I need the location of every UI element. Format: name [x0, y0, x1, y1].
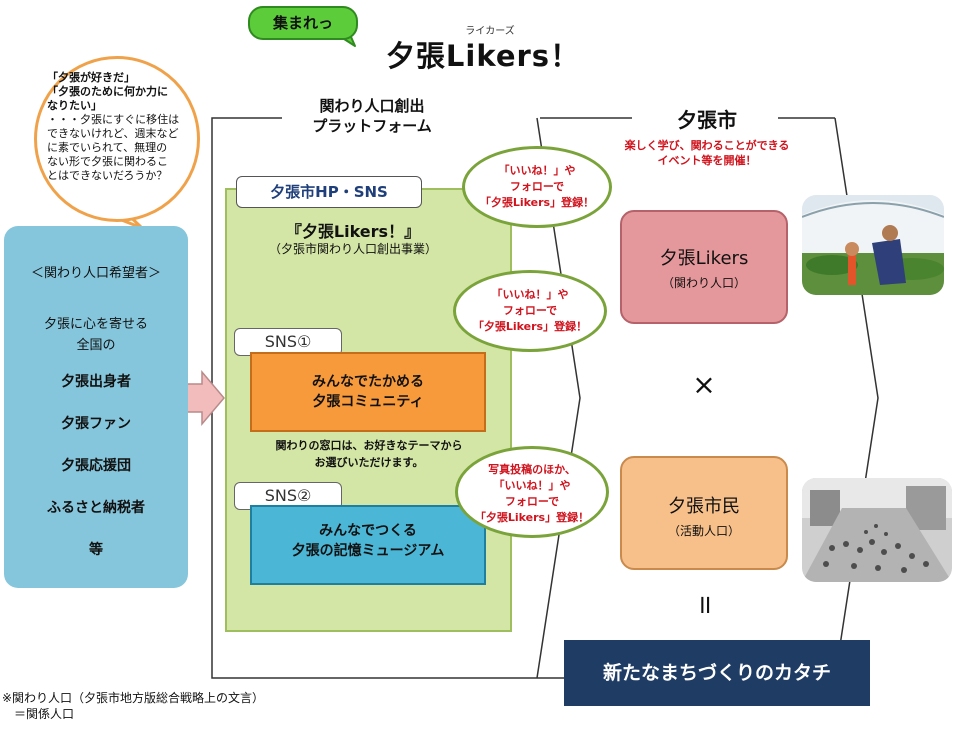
platform-title-line: 関わり人口創出 [319, 97, 425, 115]
street-photo-image [802, 478, 952, 582]
likers-box-sub: （関わり人口） [661, 276, 746, 290]
callout-line: 「夕張Likers」登録！ [479, 196, 595, 209]
platform-title: 関わり人口創出 プラットフォーム [282, 96, 462, 136]
window-text-line: 関わりの窓口は、お好きなテーマから [275, 439, 463, 452]
window-text-line: お選びいただけます。 [314, 456, 424, 469]
callout-line: 「いいね！」や [493, 479, 571, 492]
prospect-item: ふるさと納税者 [47, 500, 145, 516]
platform-title-line: プラットフォーム [312, 117, 432, 135]
sns2-line: 夕張の記憶ミュージアム [291, 543, 445, 559]
likers-box-label: 夕張Likers [659, 248, 749, 269]
times-icon: × [692, 368, 716, 401]
sns2-line: みんなでつくる [319, 523, 417, 539]
header-badge-label: 集まれっ [272, 14, 333, 32]
prospect-intro: 全国の [76, 338, 116, 353]
farm-photo-image [802, 195, 944, 295]
register-callout-2: 「いいね！」や フォローで 「夕張Likers」登録！ [453, 270, 607, 352]
likers-box: 夕張Likers （関わり人口） [620, 210, 788, 324]
sns2-card: みんなでつくる 夕張の記憶ミュージアム [250, 505, 486, 585]
prospect-panel: ＜関わり人口希望者＞ 夕張に心を寄せる 全国の 夕張出身者 夕張ファン 夕張応援… [4, 226, 188, 588]
register-callout-1: 「いいね！」や フォローで 「夕張Likers」登録！ [462, 146, 612, 228]
hope-line: できないけれど、週末など [47, 127, 179, 140]
callout-line: 写真投稿のほか、 [488, 463, 576, 476]
callout-line: 「夕張Likers」登録！ [472, 320, 588, 333]
register-callout-3: 写真投稿のほか、 「いいね！」や フォローで 「夕張Likers」登録！ [455, 446, 609, 538]
city-subtitle-line: 楽しく学び、関わることができる [624, 139, 790, 152]
callout-line: 「夕張Likers」登録！ [474, 511, 590, 524]
sns1-card: みんなでたかめる 夕張コミュニティ [250, 352, 486, 432]
callout-line: フォローで [502, 304, 558, 317]
callout-line: 「いいね！」や [498, 164, 576, 177]
likers-project-sub: （夕張市関わり人口創出事業） [268, 242, 437, 256]
header-badge: 集まれっ [248, 6, 358, 40]
citizens-box-label: 夕張市民 [668, 496, 740, 517]
sns1-line: みんなでたかめる [312, 374, 424, 390]
prospect-intro: 夕張に心を寄せる [43, 317, 148, 332]
prospect-item: 夕張応援団 [61, 458, 131, 474]
street-photo [802, 478, 952, 582]
hope-line: 「夕張が好きだ」 [47, 71, 135, 84]
window-text: 関わりの窓口は、お好きなテーマから お選びいただけます。 [230, 437, 508, 471]
farm-photo [802, 195, 944, 295]
sns1-line: 夕張コミュニティ [312, 394, 424, 410]
hope-speech-text: 「夕張が好きだ」 「夕張のために何か力に なりたい」 ・・・夕張にすぐに移住は … [47, 71, 187, 183]
prospect-item: 夕張出身者 [61, 374, 131, 390]
city-title: 夕張市 [640, 104, 774, 133]
callout-line: 「いいね！」や [491, 288, 569, 301]
prospect-item: 等 [89, 542, 103, 558]
footnote-line: ※関わり人口（夕張市地方版総合戦略上の文言） [2, 691, 265, 705]
citizens-box-sub: （活動人口） [667, 524, 740, 538]
hope-line: 「夕張のために何か力に [47, 85, 168, 98]
hope-line: ・・・夕張にすぐに移住は [47, 113, 180, 126]
hope-line: とはできないだろうか？ [47, 169, 168, 182]
equals-icon: ॥ [696, 590, 712, 620]
hope-line: なりたい」 [47, 99, 102, 112]
title-ruby: ライカーズ [465, 26, 515, 37]
footnote: ※関わり人口（夕張市地方版総合戦略上の文言） ＝関係人口 [2, 690, 402, 722]
callout-line: フォローで [504, 495, 560, 508]
prospect-heading: ＜関わり人口希望者＞ [30, 266, 161, 281]
page-title: 夕張Likers！ [385, 39, 581, 73]
footnote-line: ＝関係人口 [14, 707, 75, 721]
result-banner: 新たなまちづくりのカタチ [564, 640, 870, 706]
city-subtitle: 楽しく学び、関わることができる イベント等を開催！ [590, 138, 824, 168]
hope-speech-bubble [34, 56, 200, 222]
citizens-box: 夕張市民 （活動人口） [620, 456, 788, 570]
callout-line: フォローで [509, 180, 565, 193]
sns1-tag: SNS① [234, 328, 342, 356]
likers-project-title: 『夕張Likers！』 [285, 222, 421, 241]
prospect-item: 夕張ファン [61, 416, 131, 432]
hope-line: に素でいられて、無理の [47, 141, 168, 154]
hope-line: ない形で夕張に関わるこ [47, 155, 168, 168]
city-subtitle-line: イベント等を開催！ [657, 154, 757, 167]
hp-sns-tag: 夕張市HP・SNS [236, 176, 422, 208]
